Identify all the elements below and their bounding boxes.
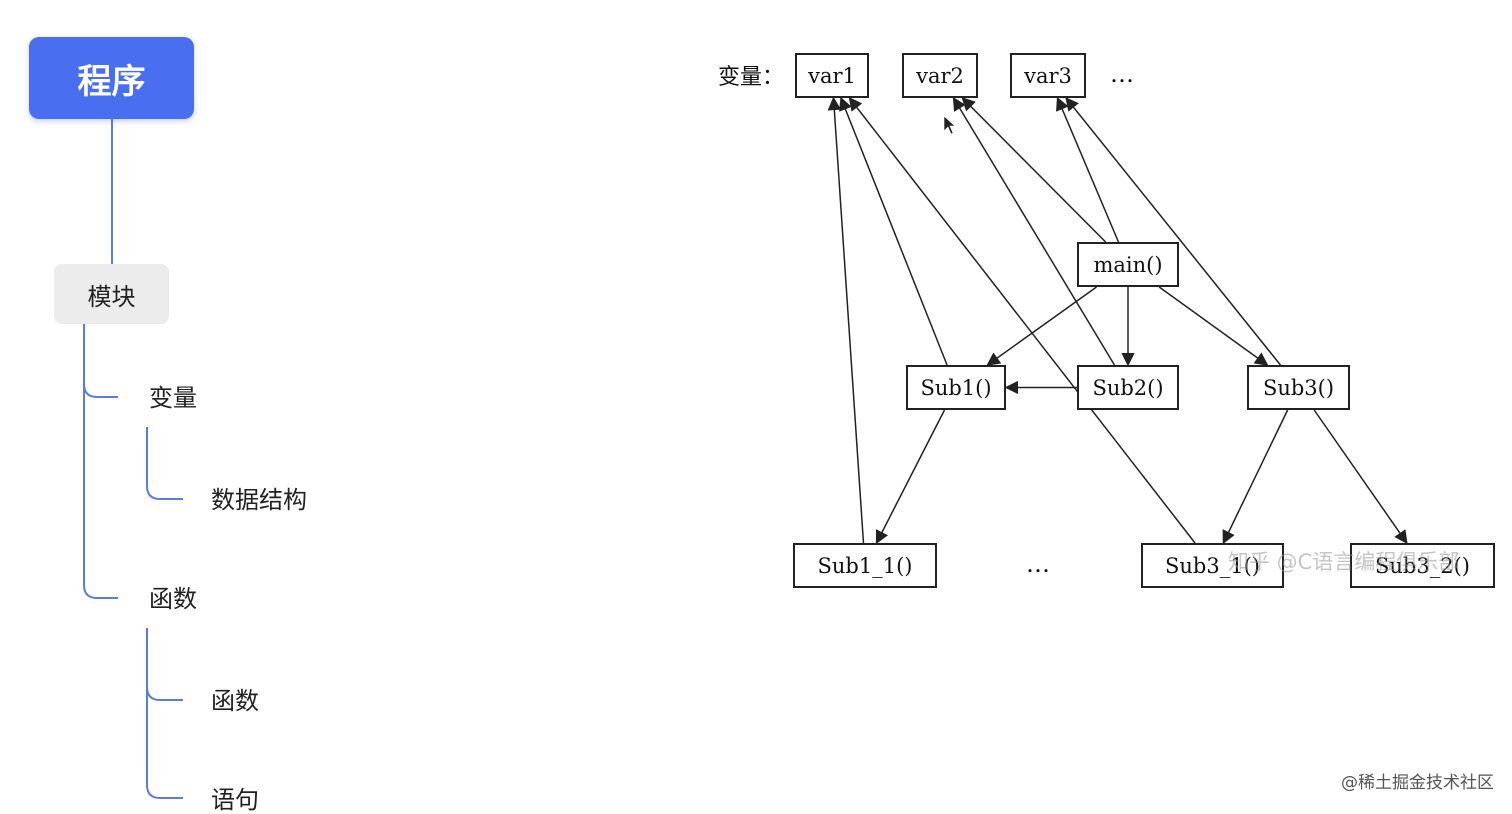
connector-module-functions: [83, 384, 118, 599]
mindmap-datastructure-label: 数据结构: [211, 486, 307, 514]
node-sub3-2-label: Sub3_2(): [1375, 553, 1470, 578]
mindmap-root-label: 程序: [77, 61, 146, 102]
node-main-label: main(): [1093, 252, 1163, 277]
node-var2-label: var2: [916, 63, 964, 88]
mindmap-statement-label: 语句: [211, 786, 259, 814]
edge-sub3-to-var3: [1065, 96, 1282, 366]
node-var3-label: var3: [1024, 63, 1072, 88]
watermark-text: 知乎 @C语言编程俱乐部: [1228, 550, 1460, 574]
node-var3: var3: [1010, 53, 1086, 98]
node-sub3-label: Sub3(): [1262, 375, 1335, 400]
node-var2: var2: [902, 53, 978, 98]
connector-functions-statement: [146, 687, 183, 799]
node-var1-label: var1: [808, 63, 856, 88]
edge-main-to-var3: [1056, 96, 1120, 243]
cursor-icon: [943, 115, 956, 135]
mindmap-function-child-label: 函数: [211, 687, 259, 715]
node-sub1-1-label: Sub1_1(): [817, 553, 913, 578]
mindmap-connectors: [83, 119, 183, 799]
edge-sub1-to-var1: [839, 96, 948, 366]
mindmap-functions-label: 函数: [149, 585, 197, 613]
variables-ellipsis: …: [1110, 60, 1134, 88]
node-sub3: Sub3(): [1247, 365, 1350, 410]
edge-sub3_1-to-var1: [848, 96, 1196, 544]
node-sub1-1: Sub1_1(): [793, 543, 937, 588]
edge-sub1-to-sub1_1: [875, 409, 946, 545]
edge-sub3-to-sub3_1: [1222, 409, 1289, 545]
mindmap-root-node: 程序: [29, 37, 194, 119]
node-sub3-1: Sub3_1(): [1141, 543, 1284, 588]
node-sub2: Sub2(): [1077, 365, 1179, 410]
mindmap-variables-label: 变量: [149, 384, 197, 412]
mindmap-module-node: 模块: [54, 264, 169, 324]
edge-main-to-sub3: [1158, 286, 1269, 366]
edge-sub3-to-sub3_2: [1313, 409, 1408, 545]
edge-main-to-sub1: [986, 286, 1097, 366]
node-var1: var1: [795, 53, 869, 98]
node-sub1: Sub1(): [906, 365, 1006, 410]
node-main: main(): [1077, 242, 1179, 287]
edge-main-to-var2: [961, 97, 1107, 243]
node-sub2-label: Sub2(): [1092, 375, 1164, 400]
functions-ellipsis: …: [1026, 550, 1050, 578]
footer-watermark: @稀土掘金技术社区: [1341, 773, 1494, 793]
node-sub3-1-label: Sub3_1(): [1165, 553, 1260, 578]
edge-sub2-to-var2: [952, 96, 1116, 366]
node-sub1-label: Sub1(): [920, 375, 992, 400]
node-sub3-2: Sub3_2(): [1350, 543, 1495, 588]
mindmap-module-label: 模块: [87, 282, 136, 311]
edge-sub1_1-to-var1: [827, 96, 865, 544]
connector-variables-datastructure: [146, 427, 183, 500]
variables-label: 变量：: [718, 65, 785, 90]
